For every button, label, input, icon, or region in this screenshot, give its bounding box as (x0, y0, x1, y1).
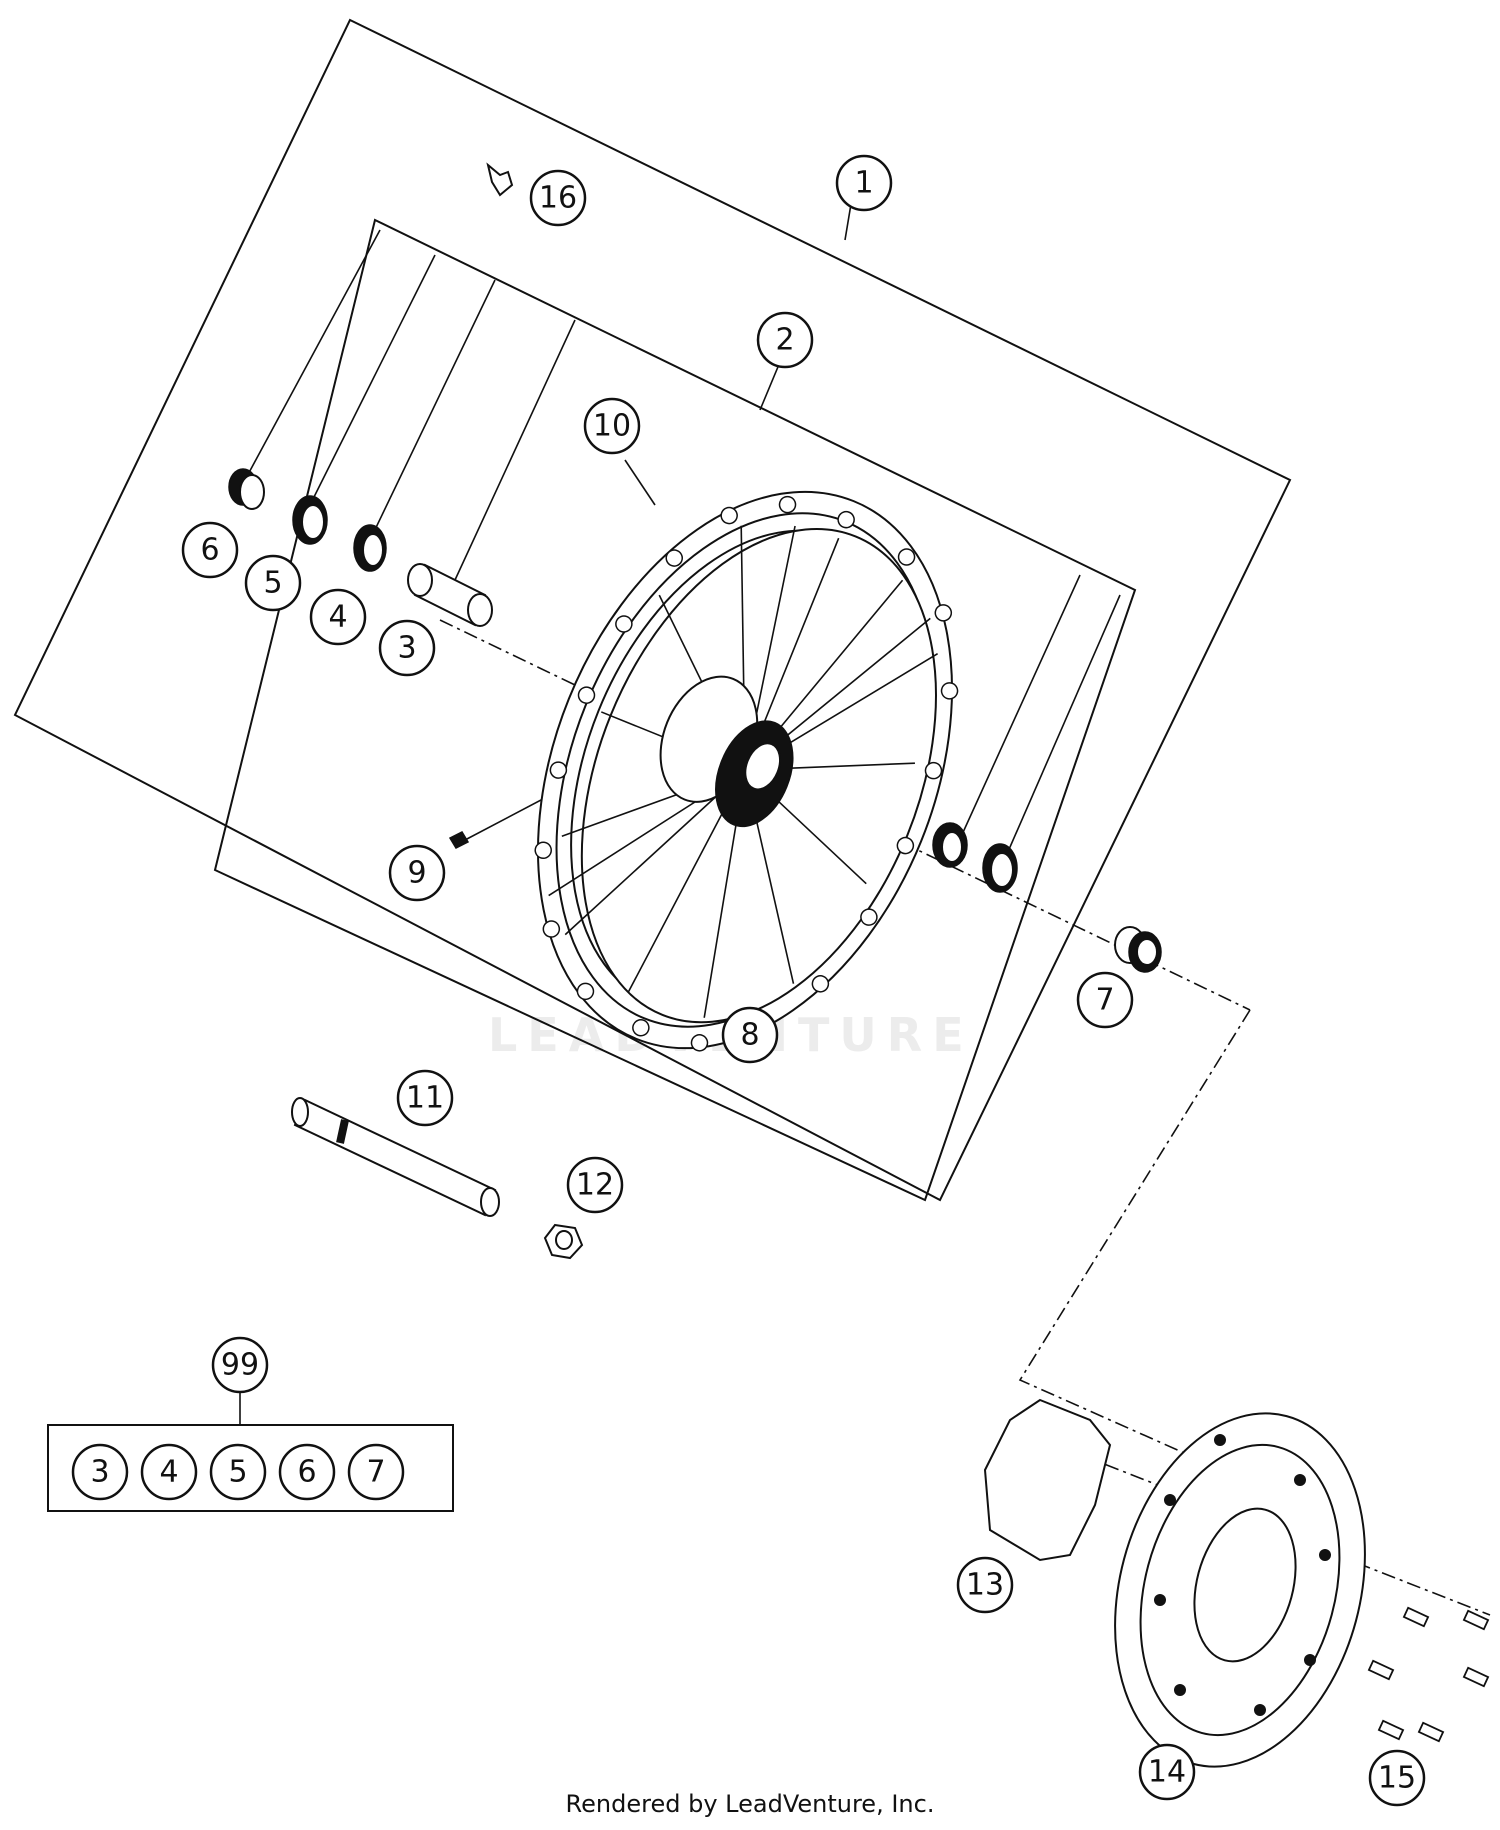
callout-5[interactable]: 5 (244, 554, 302, 612)
svg-text:1: 1 (854, 166, 873, 201)
render-credit: Rendered by LeadVenture, Inc. (565, 1790, 935, 1818)
bearing-seal-right (1114, 926, 1162, 973)
callout-2[interactable]: 2 (756, 311, 814, 369)
brake-disc (1114, 1412, 1366, 1768)
assembly-frame-1 (13, 18, 1292, 1202)
spoked-wheel (534, 490, 959, 1052)
disc-screws (1367, 1606, 1490, 1743)
spoke-nipple (448, 831, 470, 849)
callout-13[interactable]: 13 (956, 1556, 1014, 1614)
kit-item-5[interactable]: 5 (209, 1443, 267, 1501)
callout-14[interactable]: 14 (1138, 1743, 1196, 1801)
svg-text:4: 4 (328, 600, 347, 635)
svg-text:13: 13 (966, 1568, 1004, 1603)
svg-text:3: 3 (397, 631, 416, 666)
svg-text:16: 16 (539, 181, 577, 216)
bearing-left (353, 524, 387, 572)
callout-12[interactable]: 12 (566, 1156, 624, 1214)
bearing-right (932, 822, 968, 868)
svg-text:4: 4 (159, 1455, 178, 1490)
spacer-sleeve (407, 563, 493, 627)
rim-holes (534, 495, 959, 1052)
wheel-spindle (291, 1097, 500, 1217)
svg-text:99: 99 (221, 1348, 259, 1383)
kit-item-6[interactable]: 6 (278, 1443, 336, 1501)
callout-16[interactable]: 16 (529, 169, 587, 227)
callout-99[interactable]: 99 (211, 1336, 269, 1394)
bearing-seal-left (228, 468, 265, 510)
callout-3[interactable]: 3 (378, 619, 436, 677)
svg-text:5: 5 (263, 566, 282, 601)
svg-text:6: 6 (297, 1455, 316, 1490)
callout-15[interactable]: 15 (1368, 1749, 1426, 1807)
callout-1[interactable]: 1 (835, 154, 893, 212)
assembly-frame-2 (213, 218, 1137, 1202)
callout-4[interactable]: 4 (309, 588, 367, 646)
callout-11[interactable]: 11 (396, 1069, 454, 1127)
svg-text:15: 15 (1378, 1761, 1416, 1796)
svg-text:11: 11 (406, 1081, 444, 1116)
retaining-ring-right (982, 843, 1018, 893)
damping-rubber (983, 1398, 1112, 1562)
callout-10[interactable]: 10 (583, 397, 641, 455)
kit-item-3[interactable]: 3 (71, 1443, 129, 1501)
callout-9[interactable]: 9 (388, 844, 446, 902)
valve (486, 162, 514, 197)
svg-text:14: 14 (1148, 1755, 1186, 1790)
callout-6[interactable]: 6 (181, 521, 239, 579)
svg-text:7: 7 (366, 1455, 385, 1490)
svg-text:7: 7 (1095, 983, 1114, 1018)
kit-box-99 (47, 1424, 454, 1512)
kit-item-4[interactable]: 4 (140, 1443, 198, 1501)
kit-item-7[interactable]: 7 (347, 1443, 405, 1501)
callout-7[interactable]: 7 (1076, 971, 1134, 1029)
svg-text:12: 12 (576, 1168, 614, 1203)
svg-text:9: 9 (407, 856, 426, 891)
svg-text:2: 2 (775, 323, 794, 358)
svg-text:5: 5 (228, 1455, 247, 1490)
svg-text:3: 3 (90, 1455, 109, 1490)
retaining-ring-left (292, 495, 328, 545)
svg-text:10: 10 (593, 409, 631, 444)
collar-nut (543, 1223, 584, 1260)
svg-text:6: 6 (200, 533, 219, 568)
callout-8[interactable]: 8 (721, 1006, 779, 1064)
svg-text:8: 8 (740, 1018, 759, 1053)
